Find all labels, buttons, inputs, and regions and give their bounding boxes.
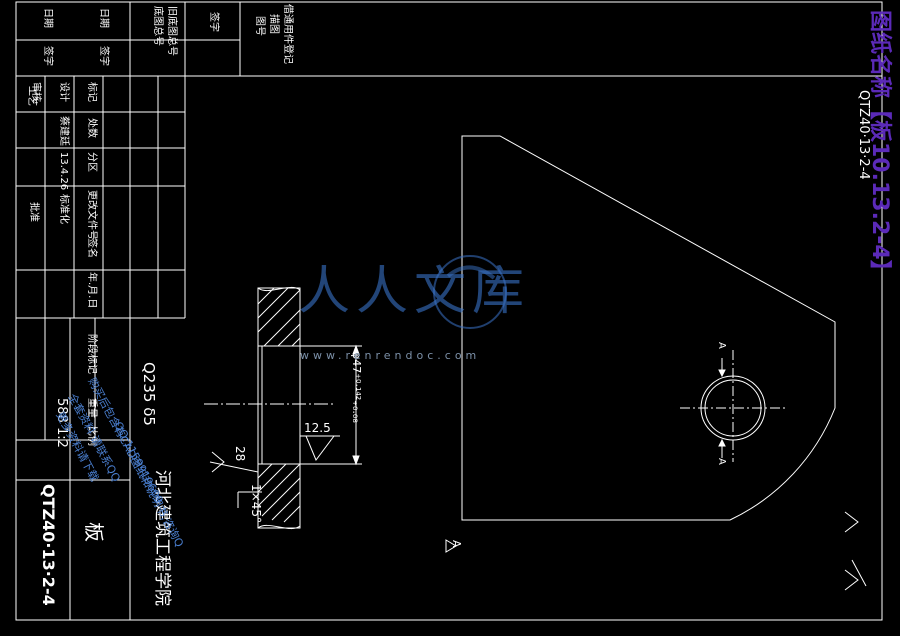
watermark: 人人文库 www.renrendoc.com	[298, 250, 588, 362]
chamfer-size: 1×45°	[249, 484, 263, 523]
strip-label: 底图总号	[152, 6, 163, 46]
strip-label: 旧底图总号	[166, 6, 177, 56]
roughness-mark-right	[851, 559, 867, 587]
strip-label: 描图	[268, 14, 279, 34]
section-hatch	[257, 287, 301, 523]
title-label: 标记	[86, 82, 97, 102]
title-label: 签名	[86, 238, 97, 258]
chamfer-mark	[211, 451, 225, 473]
title-label: 设计	[58, 82, 69, 102]
watermark-brand: 人人文库	[298, 262, 531, 322]
design-date: 13.4.26	[58, 152, 69, 191]
title-label: 分区	[86, 152, 97, 172]
strip-label: 图号	[254, 16, 265, 36]
chamfer-angle: 28	[233, 446, 247, 462]
section-arrow	[718, 438, 726, 447]
section-break-top	[257, 286, 301, 292]
part-name: 板	[82, 522, 106, 542]
material-spec: Q235 δ5	[140, 362, 158, 426]
dim-arrow	[352, 344, 360, 355]
strip-label: 借通用件登记	[282, 4, 293, 64]
title-label: 标准化	[58, 194, 69, 224]
roughness-value: 12.5	[304, 421, 331, 435]
chamfer-leader	[209, 461, 259, 473]
section-label-bottom: A	[716, 458, 727, 465]
roughness-mark-right	[844, 511, 859, 533]
view-label: A	[450, 540, 463, 548]
strip-label: 签字	[42, 46, 53, 66]
section-break-bottom	[257, 524, 301, 530]
title-label: 年.月.日	[86, 272, 97, 309]
section-arrow	[718, 369, 726, 378]
strip-label: 签字	[208, 12, 219, 32]
title-label: 更改文件号	[86, 190, 97, 240]
roughness-mark-right	[844, 569, 859, 591]
plate-outline	[461, 135, 836, 521]
strip-label: 日期	[98, 8, 109, 28]
title-label: 工艺	[26, 86, 37, 106]
watermark-site: www.renrendoc.com	[300, 349, 481, 362]
dim-arrow	[352, 455, 360, 466]
designer-name: 蔡建廷	[58, 116, 69, 146]
section-body	[257, 287, 301, 529]
strip-label: 日期	[42, 8, 53, 28]
section-label-top: A	[716, 342, 727, 349]
title-label: 处数	[86, 118, 97, 138]
drawing-title-purple: 图纸名称【板10.13.2-4】	[867, 10, 892, 282]
drawing-frame	[15, 1, 883, 621]
strip-label: 签字	[98, 46, 109, 66]
title-label: 阶段标记	[86, 334, 97, 374]
roughness-symbol	[305, 435, 335, 461]
drawing-number-top: QTZ40·13·2-4	[856, 90, 871, 180]
watermark-logo-icon	[433, 255, 507, 329]
drawing-number-bottom: QTZ40·13·2-4	[39, 484, 58, 606]
view-arrow	[445, 539, 457, 553]
hole-diameter-dim: φ47⁺⁰·¹⁴²₊₀.₀₈	[350, 352, 363, 423]
title-label: 批准	[28, 202, 39, 222]
